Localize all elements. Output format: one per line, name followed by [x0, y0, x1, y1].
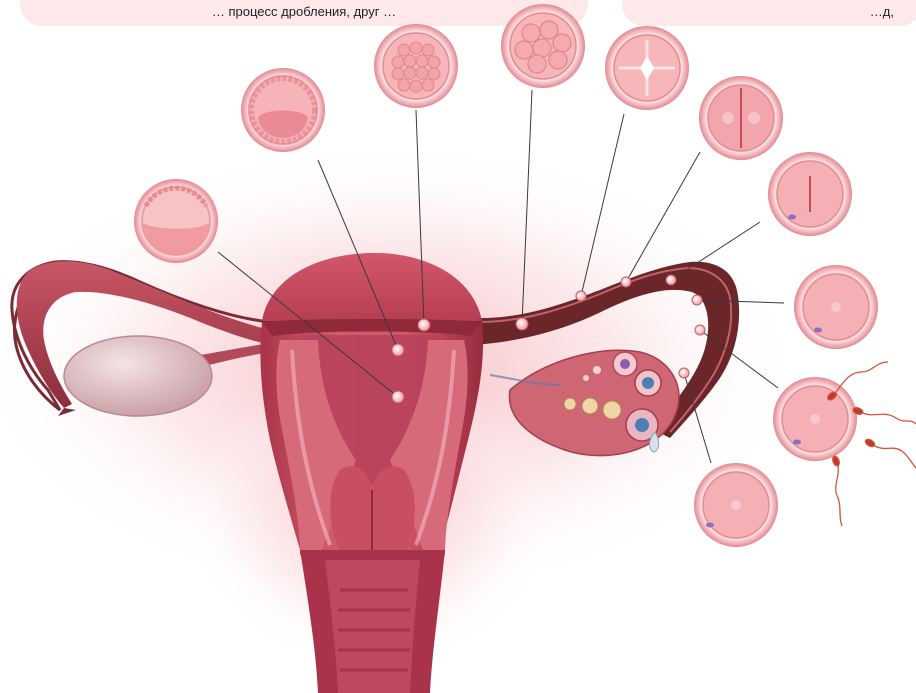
path-dot-fertilization: [695, 325, 705, 335]
path-dot-ovum: [679, 368, 689, 378]
path-dot-early-blastocyst: [392, 344, 404, 356]
fertilization-icon: [773, 362, 916, 526]
path-dot-two-cell: [621, 277, 631, 287]
path-dot-zygote: [692, 295, 702, 305]
left-ovary: [64, 336, 212, 416]
path-dot-sixteen-cell: [516, 318, 528, 330]
path-dot-zygote-dividing: [666, 275, 676, 285]
early-blastocyst-icon: [241, 68, 325, 152]
morula-icon: [374, 24, 458, 108]
sixteen-cell-icon: [501, 4, 585, 88]
path-dot-four-cell: [576, 291, 586, 301]
zygote-dividing-icon: [768, 152, 852, 236]
zygote-icon: [794, 265, 878, 349]
blastocyst-icon: [134, 179, 218, 263]
ovum-icon: [694, 463, 778, 547]
four-cell-icon: [605, 26, 689, 110]
path-dot-morula: [418, 319, 430, 331]
path-dot-blastocyst: [392, 391, 404, 403]
two-cell-icon: [699, 76, 783, 160]
